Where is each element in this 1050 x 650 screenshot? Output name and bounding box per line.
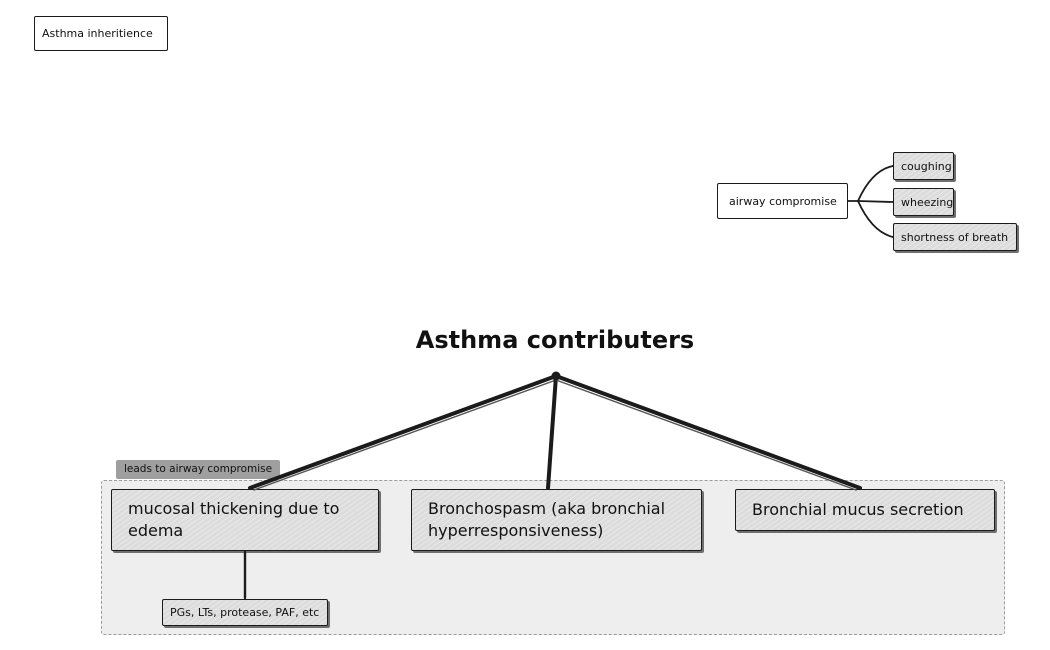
connector-to-mucus (554, 374, 862, 490)
bronchospasm-label: Bronchospasm (aka bronchial hyperrespons… (428, 499, 666, 540)
connector-to-wheezing (857, 200, 894, 203)
shortness-of-breath-node[interactable]: shortness of breath (893, 223, 1017, 251)
bronchial-mucus-node[interactable]: Bronchial mucus secretion (735, 489, 995, 531)
coughing-label: coughing (901, 159, 952, 173)
coughing-node[interactable]: coughing (893, 152, 954, 180)
mucosal-thickening-label: mucosal thickening due to edema (128, 499, 340, 540)
mediators-label: PGs, LTs, protease, PAF, etc (170, 606, 320, 619)
shortness-of-breath-label: shortness of breath (901, 230, 1009, 244)
asthma-contributors-title: Asthma contributers (415, 326, 695, 354)
mediators-node[interactable]: PGs, LTs, protease, PAF, etc (162, 599, 328, 626)
bronchospasm-node[interactable]: Bronchospasm (aka bronchial hyperrespons… (411, 489, 702, 551)
connector-to-coughing (857, 165, 894, 202)
connector-to-mucosal (248, 374, 558, 490)
wheezing-node[interactable]: wheezing (893, 188, 954, 216)
connector-to-bronchospasm (546, 374, 558, 490)
fan-origin-dot (551, 371, 561, 381)
airway-tree-connectors (847, 165, 894, 238)
connector-to-shortness (857, 200, 894, 238)
asthma-inheritance-label: Asthma inheritience (42, 27, 153, 40)
wheezing-label: wheezing (901, 195, 954, 209)
asthma-inheritance-node[interactable]: Asthma inheritience (34, 16, 168, 51)
group-label: leads to airway compromise (116, 460, 281, 479)
mucosal-thickening-node[interactable]: mucosal thickening due to edema (111, 489, 379, 551)
bronchial-mucus-label: Bronchial mucus secretion (752, 500, 964, 519)
connector-to-mucosal-sketch (253, 379, 557, 491)
connector-to-mucus-sketch (555, 379, 857, 491)
airway-compromise-label: airway compromise (729, 194, 837, 208)
airway-compromise-node[interactable]: airway compromise (717, 183, 848, 219)
